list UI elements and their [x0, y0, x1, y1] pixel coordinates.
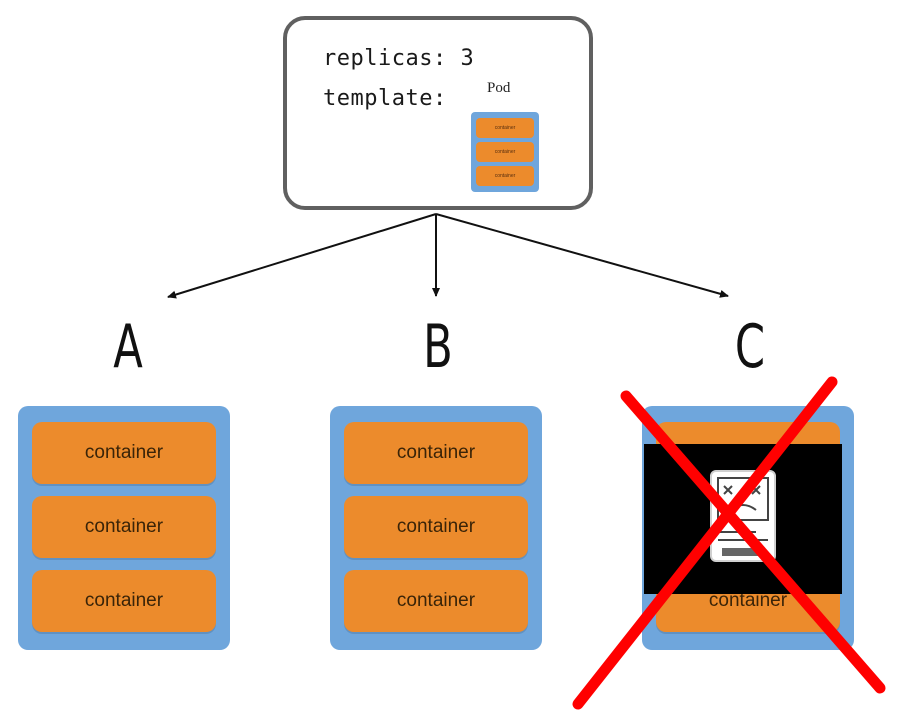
template-container: container — [476, 166, 534, 186]
arrow-to-pod-a — [167, 213, 437, 299]
container: container — [344, 570, 528, 632]
template-line: template: — [323, 86, 447, 111]
crash-overlay — [644, 444, 842, 594]
container: container — [32, 422, 216, 484]
container: container — [32, 570, 216, 632]
template-pod: container container container — [471, 112, 539, 192]
pod-b-label: B — [423, 312, 453, 382]
replicas-line: replicas: 3 — [323, 46, 475, 71]
container: container — [344, 496, 528, 558]
container: container — [32, 496, 216, 558]
pod-a: container container container — [18, 406, 230, 650]
template-pod-label: Pod — [487, 80, 511, 96]
pod-b: container container container — [330, 406, 542, 650]
container: container — [344, 422, 528, 484]
template-container: container — [476, 142, 534, 162]
template-container: container — [476, 118, 534, 138]
arrow-to-pod-c — [435, 213, 729, 298]
pod-a-label: A — [113, 312, 143, 382]
pod-c-label: C — [734, 312, 766, 382]
replicaset-spec-box: replicas: 3 template: Pod container cont… — [283, 16, 593, 210]
